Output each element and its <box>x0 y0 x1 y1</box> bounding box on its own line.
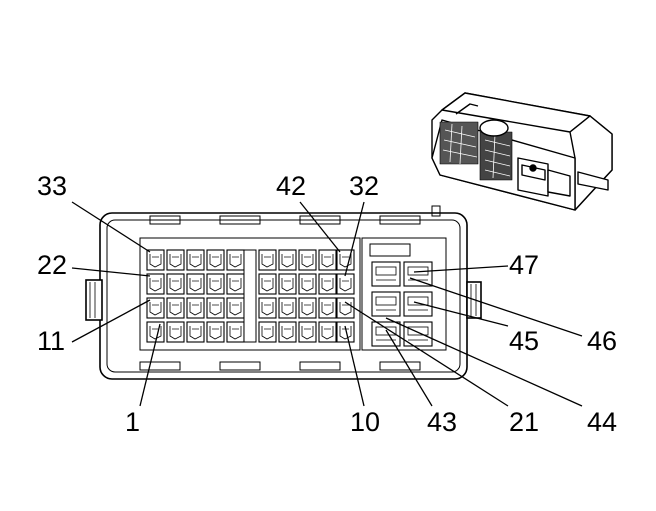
leader-33 <box>71 201 151 253</box>
center-divider <box>243 249 257 343</box>
cavity <box>186 297 205 319</box>
cavity <box>298 273 317 295</box>
cavity <box>298 321 317 343</box>
cavity <box>336 297 355 319</box>
pin-label-1: 1 <box>125 407 141 437</box>
large-cavity <box>371 261 401 287</box>
leader-44 <box>385 317 583 407</box>
cavity <box>206 321 225 343</box>
leader-46 <box>409 277 583 337</box>
cavity <box>298 297 317 319</box>
cavity <box>226 321 245 343</box>
cavity-grid-left <box>146 249 355 343</box>
large-cavity <box>403 291 433 317</box>
leader-10 <box>344 325 365 407</box>
cavity <box>258 249 277 271</box>
cavity <box>146 321 165 343</box>
pin-label-10: 10 <box>350 407 381 437</box>
pin-label-21: 21 <box>509 407 540 437</box>
cavity <box>166 321 185 343</box>
pin-label-44: 44 <box>587 407 618 437</box>
cavity <box>278 249 297 271</box>
cavity <box>166 273 185 295</box>
cavity-grid-right <box>369 243 433 347</box>
cavity <box>318 321 337 343</box>
pin-label-42: 42 <box>276 171 307 201</box>
leader-32 <box>344 201 365 277</box>
leader-45 <box>413 301 509 327</box>
cavity <box>146 273 165 295</box>
cavity <box>336 321 355 343</box>
connector-face <box>85 205 482 380</box>
pin-label-43: 43 <box>427 407 458 437</box>
pin-label-32: 32 <box>349 171 380 201</box>
cavity <box>318 273 337 295</box>
cavity <box>186 321 205 343</box>
large-cavity <box>403 261 433 287</box>
cavity <box>278 321 297 343</box>
cavity <box>146 249 165 271</box>
cavity <box>336 273 355 295</box>
cavity <box>258 297 277 319</box>
cavity <box>278 273 297 295</box>
cavity <box>226 249 245 271</box>
cavity <box>258 321 277 343</box>
pin-label-46: 46 <box>587 326 618 356</box>
cavity <box>206 273 225 295</box>
cavity <box>206 297 225 319</box>
pin-label-22: 22 <box>37 250 68 280</box>
pin-label-33: 33 <box>37 171 68 201</box>
leader-42 <box>299 201 341 253</box>
leader-lines <box>71 201 583 407</box>
cavity <box>186 249 205 271</box>
cavity <box>186 273 205 295</box>
leader-21 <box>344 301 509 407</box>
cavity <box>166 249 185 271</box>
cavity <box>318 297 337 319</box>
leader-11 <box>71 299 151 343</box>
cavity <box>298 249 317 271</box>
connector-isometric-view <box>431 92 613 211</box>
large-cavity <box>371 291 401 317</box>
cavity <box>226 273 245 295</box>
leader-47 <box>413 265 509 273</box>
cavity <box>278 297 297 319</box>
leader-1 <box>139 323 161 407</box>
cavity <box>166 297 185 319</box>
leader-22 <box>71 267 151 277</box>
pin-label-11: 11 <box>37 326 66 356</box>
leader-43 <box>385 329 433 407</box>
cavity <box>258 273 277 295</box>
pin-label-45: 45 <box>509 326 540 356</box>
cavity <box>206 249 225 271</box>
cavity <box>318 249 337 271</box>
pin-label-47: 47 <box>509 250 540 280</box>
upper-slot <box>369 243 411 257</box>
cavity <box>226 297 245 319</box>
cavity <box>146 297 165 319</box>
